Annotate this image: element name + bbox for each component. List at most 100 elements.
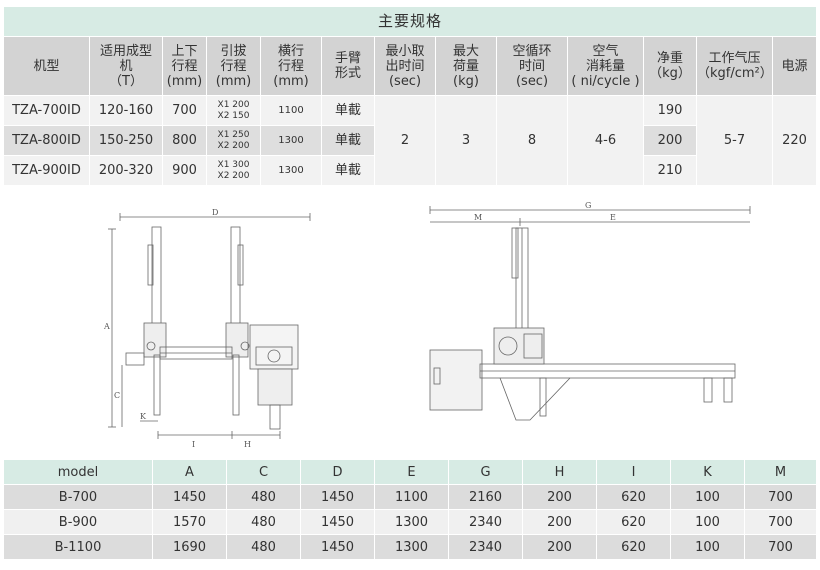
dims-cell: 700 bbox=[744, 534, 817, 560]
cell-max-load: 3 bbox=[435, 95, 497, 186]
dimensions-table: model A C D E G H I K M B-700 1450 480 1… bbox=[3, 459, 817, 560]
spec-table: 主要规格 机型 适用成型机（T） 上下行程(mm) 引拔行程(mm) 横行行程(… bbox=[2, 6, 818, 186]
dims-cell: B-1100 bbox=[3, 534, 153, 560]
header-max-load: 最大荷量(kg) bbox=[435, 36, 497, 96]
dims-cell: 1300 bbox=[374, 534, 449, 560]
dims-cell: B-900 bbox=[3, 509, 153, 535]
cell-arm: 单截 bbox=[321, 125, 375, 156]
dims-cell: 1690 bbox=[152, 534, 227, 560]
header-draw-stroke: 引拔行程(mm) bbox=[206, 36, 261, 96]
dims-cell: 100 bbox=[670, 509, 745, 535]
dims-cell: 700 bbox=[744, 509, 817, 535]
cell-vertical: 700 bbox=[162, 95, 207, 126]
cell-tonnage: 150-250 bbox=[89, 125, 163, 156]
cell-min-takeout: 2 bbox=[374, 95, 436, 186]
cell-vertical: 900 bbox=[162, 155, 207, 186]
dims-cell: 700 bbox=[744, 484, 817, 510]
header-model: 机型 bbox=[3, 36, 90, 96]
dims-header-row: model A C D E G H I K M bbox=[3, 459, 817, 485]
dims-cell: 620 bbox=[596, 509, 671, 535]
dims-cell: 1300 bbox=[374, 509, 449, 535]
dims-cell: 2340 bbox=[448, 509, 523, 535]
dims-cell: 1450 bbox=[300, 484, 375, 510]
label-g: G bbox=[585, 201, 591, 210]
label-i: I bbox=[192, 440, 195, 449]
dims-cell: 200 bbox=[522, 534, 597, 560]
cell-weight: 200 bbox=[643, 125, 697, 156]
header-air-pressure: 工作气压（kgf/cm²） bbox=[696, 36, 773, 96]
dims-cell: 1450 bbox=[152, 484, 227, 510]
table-row: B-700 1450 480 1450 1100 2160 200 620 10… bbox=[3, 484, 817, 510]
cell-model: TZA-800ID bbox=[3, 125, 90, 156]
cell-power: 220 bbox=[771, 95, 818, 186]
dims-cell: B-700 bbox=[3, 484, 153, 510]
label-m: M bbox=[474, 213, 482, 222]
cell-traverse: 1100 bbox=[260, 95, 322, 126]
header-dry-cycle: 空循环时间(sec) bbox=[496, 36, 568, 96]
dims-header: G bbox=[448, 459, 523, 485]
dims-cell: 480 bbox=[226, 534, 301, 560]
label-h: H bbox=[244, 440, 251, 449]
header-power: 电源 bbox=[771, 36, 818, 96]
cell-air-consumption: 4-6 bbox=[567, 95, 644, 186]
dims-header: E bbox=[374, 459, 449, 485]
spec-title: 主要规格 bbox=[2, 6, 818, 37]
dims-cell: 1450 bbox=[300, 509, 375, 535]
dims-cell: 2160 bbox=[448, 484, 523, 510]
cell-traverse: 1300 bbox=[260, 155, 322, 186]
dims-header: D bbox=[300, 459, 375, 485]
cell-tonnage: 200-320 bbox=[89, 155, 163, 186]
dims-cell: 100 bbox=[670, 534, 745, 560]
header-vertical-stroke: 上下行程(mm) bbox=[162, 36, 207, 96]
cell-vertical: 800 bbox=[162, 125, 207, 156]
dims-cell: 1450 bbox=[300, 534, 375, 560]
dims-header: I bbox=[596, 459, 671, 485]
dims-header: model bbox=[3, 459, 153, 485]
header-arm-type: 手臂形式 bbox=[321, 36, 375, 96]
cell-arm: 单截 bbox=[321, 95, 375, 126]
label-e: E bbox=[610, 213, 616, 222]
dims-cell: 2340 bbox=[448, 534, 523, 560]
cell-weight: 190 bbox=[643, 95, 697, 126]
cell-air-pressure: 5-7 bbox=[696, 95, 773, 186]
header-tonnage: 适用成型机（T） bbox=[89, 36, 163, 96]
label-a: A bbox=[103, 322, 110, 331]
dims-cell: 200 bbox=[522, 484, 597, 510]
label-c: C bbox=[114, 391, 120, 400]
dims-cell: 620 bbox=[596, 484, 671, 510]
dims-header: C bbox=[226, 459, 301, 485]
cell-model: TZA-900ID bbox=[3, 155, 90, 186]
dims-header: A bbox=[152, 459, 227, 485]
front-view-drawing: D A C K I H bbox=[103, 208, 311, 449]
cell-model: TZA-700ID bbox=[3, 95, 90, 126]
dims-header: M bbox=[744, 459, 817, 485]
label-d: D bbox=[212, 208, 218, 217]
header-traverse-stroke: 横行行程(mm) bbox=[260, 36, 322, 96]
table-row: B-900 1570 480 1450 1300 2340 200 620 10… bbox=[3, 509, 817, 535]
cell-weight: 210 bbox=[643, 155, 697, 186]
dims-cell: 200 bbox=[522, 509, 597, 535]
dims-cell: 1570 bbox=[152, 509, 227, 535]
cell-arm: 单截 bbox=[321, 155, 375, 186]
dims-header: H bbox=[522, 459, 597, 485]
label-k: K bbox=[140, 412, 147, 421]
side-view-drawing: G M E bbox=[429, 201, 751, 421]
dims-cell: 620 bbox=[596, 534, 671, 560]
dims-header: K bbox=[670, 459, 745, 485]
cell-dry-cycle: 8 bbox=[496, 95, 568, 186]
table-row: B-1100 1690 480 1450 1300 2340 200 620 1… bbox=[3, 534, 817, 560]
header-air-consumption: 空气消耗量( ni/cycle ) bbox=[567, 36, 644, 96]
cell-tonnage: 120-160 bbox=[89, 95, 163, 126]
header-net-weight: 净重（kg） bbox=[643, 36, 697, 96]
cell-traverse: 1300 bbox=[260, 125, 322, 156]
dims-cell: 100 bbox=[670, 484, 745, 510]
dims-cell: 1100 bbox=[374, 484, 449, 510]
dims-cell: 480 bbox=[226, 509, 301, 535]
spec-header-row: 机型 适用成型机（T） 上下行程(mm) 引拔行程(mm) 横行行程(mm) 手… bbox=[3, 36, 818, 96]
dims-cell: 480 bbox=[226, 484, 301, 510]
